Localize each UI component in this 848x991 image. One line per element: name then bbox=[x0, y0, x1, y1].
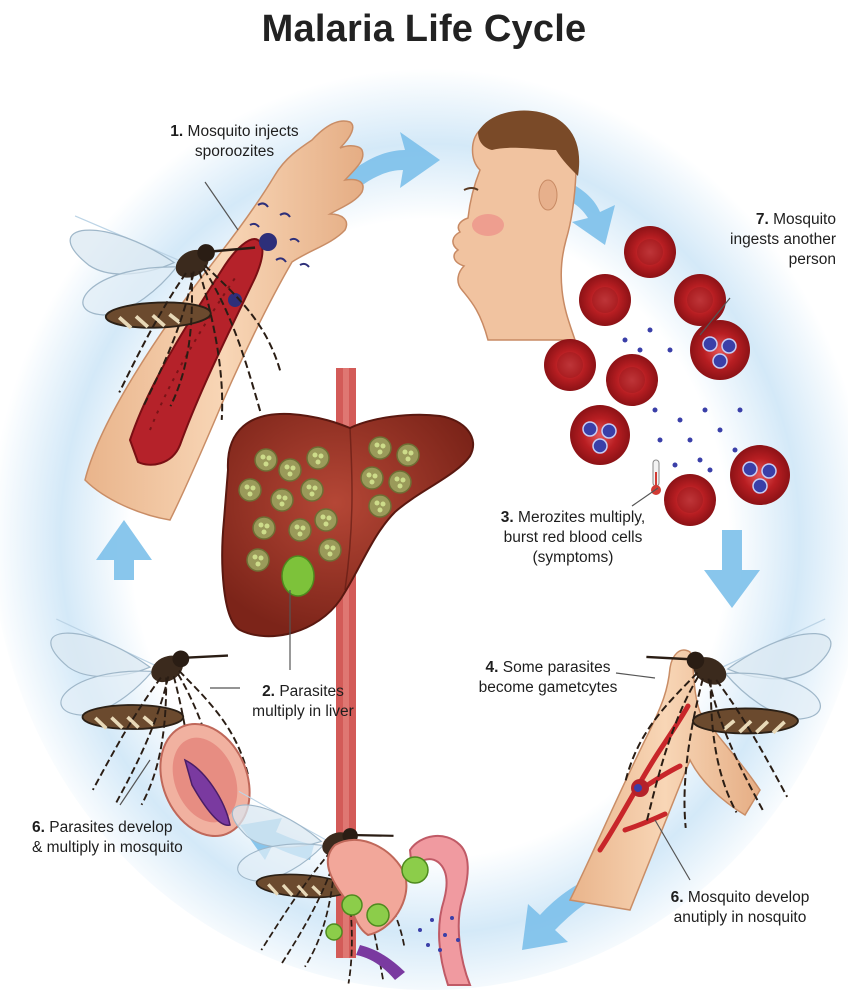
step-label-mosquito-injects: 1. Mosquito injects sporoozites bbox=[142, 122, 327, 162]
step-text: Mosquito ingests another person bbox=[730, 211, 836, 268]
step-number: 3. bbox=[501, 509, 514, 526]
step-text: Mosquito develop anutiply in nosquito bbox=[674, 889, 810, 926]
step-number: 2. bbox=[262, 683, 275, 700]
diagram-title: Malaria Life Cycle bbox=[0, 8, 848, 51]
step-label-parasites-liver: 2. Parasites multiply in liver bbox=[228, 682, 378, 722]
step-number: 1. bbox=[170, 123, 183, 140]
step-label-merozites: 3. Merozites multiply, burst red blood c… bbox=[488, 508, 658, 568]
step-text: Merozites multiply, burst red blood cell… bbox=[504, 509, 646, 566]
step-label-mosquito-ingests: 7. Mosquito ingests another person bbox=[716, 210, 836, 270]
step-label-parasites-develop: 6. Parasites develop & multiply in mosqu… bbox=[32, 818, 222, 858]
step-label-gametocytes: 4. Some parasites become gametcytes bbox=[472, 658, 624, 698]
step-number: 6. bbox=[32, 819, 45, 836]
step-text: Some parasites become gametcytes bbox=[479, 659, 618, 696]
step-text: Parasites develop & multiply in mosquito bbox=[32, 819, 183, 856]
step-number: 6. bbox=[671, 889, 684, 906]
step-label-mosquito-develop: 6. Mosquito develop anutiply in nosquito bbox=[660, 888, 820, 928]
step-number: 4. bbox=[486, 659, 499, 676]
step-number: 7. bbox=[756, 211, 769, 228]
step-text: Mosquito injects sporoozites bbox=[188, 123, 299, 160]
